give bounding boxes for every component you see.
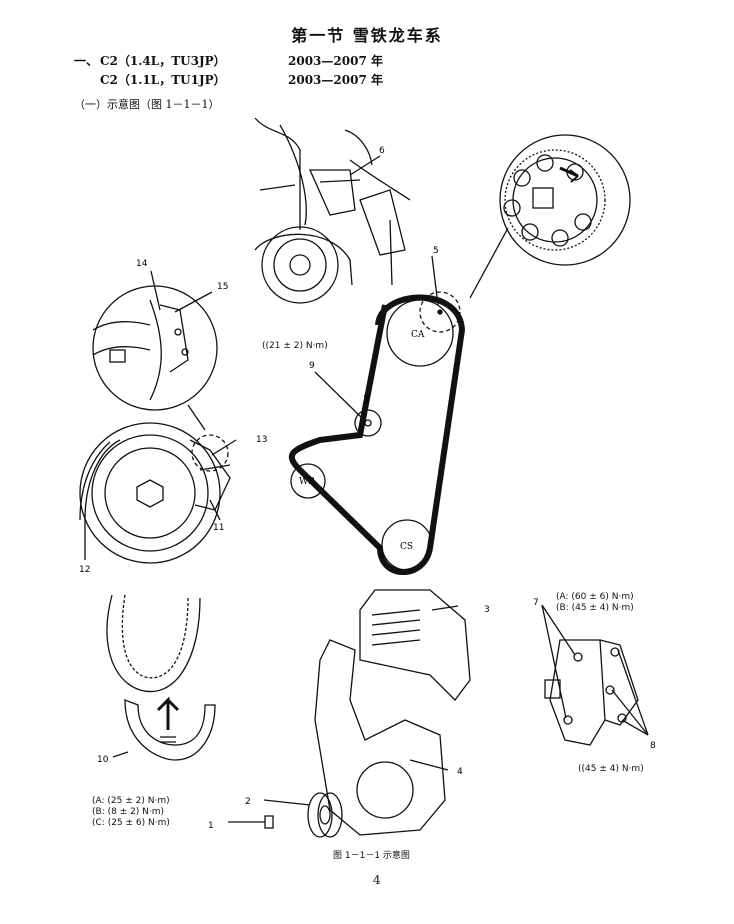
torque-bracket-a: (A: (60 ± 6) N·m) [556,592,634,602]
model-name-1: C2（1.4L，TU3JP） [100,54,226,68]
tensioner-assembly [79,422,231,564]
callout-13: 13 [256,435,267,445]
callout-4: 4 [457,767,463,777]
torque-crank-b: (B: (8 ± 2) N·m) [92,807,165,817]
torque-crank-c: (C: (25 ± 6) N·m) [92,818,170,828]
water-pump-pulley [290,463,326,499]
callout-8: 8 [650,741,656,751]
model-years-2: 2003—2007 年 [288,73,383,87]
torque-crank-a: (A: (25 ± 2) N·m) [92,796,170,806]
pulley-label-cs: CS [400,542,413,552]
tensioner-pulley [354,409,382,437]
upper-timing-cover [359,589,471,701]
cam-pulley-magnified [499,134,631,266]
page-number: 4 [373,873,381,887]
callout-6: 6 [379,146,385,156]
torque-tensioner: ((21 ± 2) N·m) [262,341,328,351]
magnify-circle [419,291,461,333]
torque-bracket-bottom: ((45 ± 4) N·m) [578,764,644,774]
pulley-label-ca: CA [411,330,425,340]
cam-pulley [386,299,454,367]
lower-timing-cover [314,639,446,836]
model-years-1: 2003—2007 年 [288,54,383,68]
model-prefix: 一、 [74,54,99,68]
callout-7: 7 [533,598,539,608]
callout-10: 10 [97,755,109,765]
callout-2: 2 [245,797,251,807]
belt-and-tool [106,594,216,761]
model-name-2: C2（1.1L，TU1JP） [100,73,226,87]
figure-caption: 图 1－1－1 示意图 [333,851,410,861]
section-heading: （一）示意图（图 1－1－1） [74,98,220,111]
engine-top-detail [254,117,411,304]
leader-line-magnify [469,227,509,299]
pulley-label-t: T [364,395,370,405]
tensioner-magnified [92,285,218,411]
crank-bolt [228,815,274,829]
leader-8 [611,649,649,736]
torque-bracket-b: (B: (45 ± 4) N·m) [556,603,634,613]
callout-1: 1 [208,821,214,831]
callout-14: 14 [136,259,148,269]
callout-5: 5 [433,246,439,256]
crank-pulley [381,519,433,571]
pulley-label-wp: WP [299,477,314,487]
callout-9: 9 [309,361,315,371]
crank-pulley-part [307,792,343,838]
leader-7 [541,604,576,719]
page-title: 第一节 雪铁龙车系 [291,26,443,45]
engine-bracket [544,639,639,746]
callout-15: 15 [217,282,228,292]
callout-12: 12 [79,565,90,575]
callout-3: 3 [484,605,490,615]
leader-line-tensioner [187,404,206,431]
callout-11: 11 [213,523,224,533]
timing-belt [288,294,466,575]
